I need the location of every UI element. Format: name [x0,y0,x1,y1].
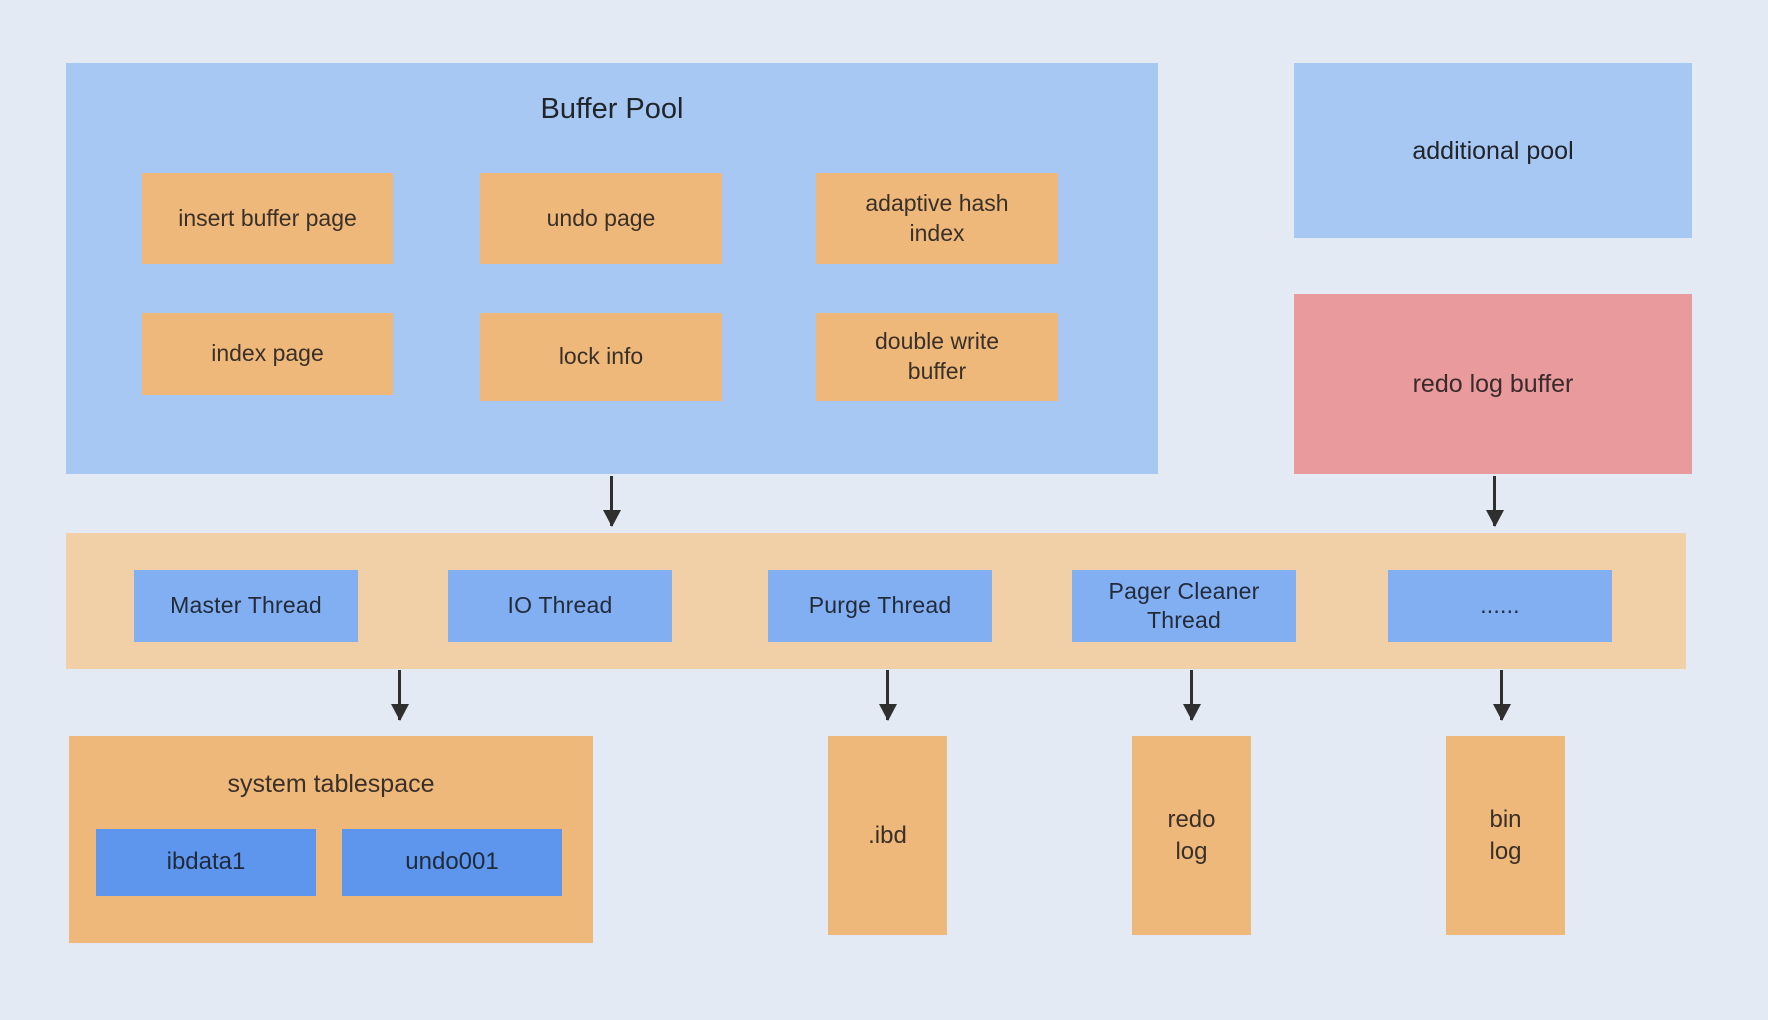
file-box-redo-log: redo log [1132,736,1251,935]
buffer-pool-cell-lock-info: lock info [480,313,722,401]
system-tablespace-container: system tablespace ibdata1 undo001 [69,736,593,943]
additional-pool-box: additional pool [1294,63,1692,238]
buffer-pool-cell-adaptive-hash-index: adaptive hash index [816,173,1058,264]
thread-purge-thread: Purge Thread [768,570,992,642]
buffer-pool-cell-index-page: index page [142,313,393,395]
file-box-bin-log: bin log [1446,736,1565,935]
arrow-purge-thread-to-ibd [886,670,889,720]
thread-etc: ...... [1388,570,1612,642]
thread-band-container: Master Thread IO Thread Purge Thread Pag… [66,533,1686,669]
system-tablespace-title: system tablespace [227,770,435,798]
thread-pager-cleaner-thread: Pager Cleaner Thread [1072,570,1296,642]
buffer-pool-cell-double-write-buffer: double write buffer [816,313,1058,401]
arrow-etc-thread-to-bin-log [1500,670,1503,720]
tablespace-file-ibdata1: ibdata1 [96,829,316,896]
thread-io-thread: IO Thread [448,570,672,642]
arrow-buffer-pool-to-threads [610,476,613,526]
redo-log-buffer-box: redo log buffer [1294,294,1692,474]
arrow-master-thread-to-system-tablespace [398,670,401,720]
file-box-ibd: .ibd [828,736,947,935]
buffer-pool-title: Buffer Pool [540,93,684,125]
arrow-redo-log-buffer-to-threads [1493,476,1496,526]
arrow-pager-cleaner-thread-to-redo-log [1190,670,1193,720]
buffer-pool-cell-insert-buffer-page: insert buffer page [142,173,393,264]
buffer-pool-container: Buffer Pool insert buffer page undo page… [66,63,1158,474]
tablespace-file-undo001: undo001 [342,829,562,896]
buffer-pool-cell-undo-page: undo page [480,173,722,264]
thread-master-thread: Master Thread [134,570,358,642]
